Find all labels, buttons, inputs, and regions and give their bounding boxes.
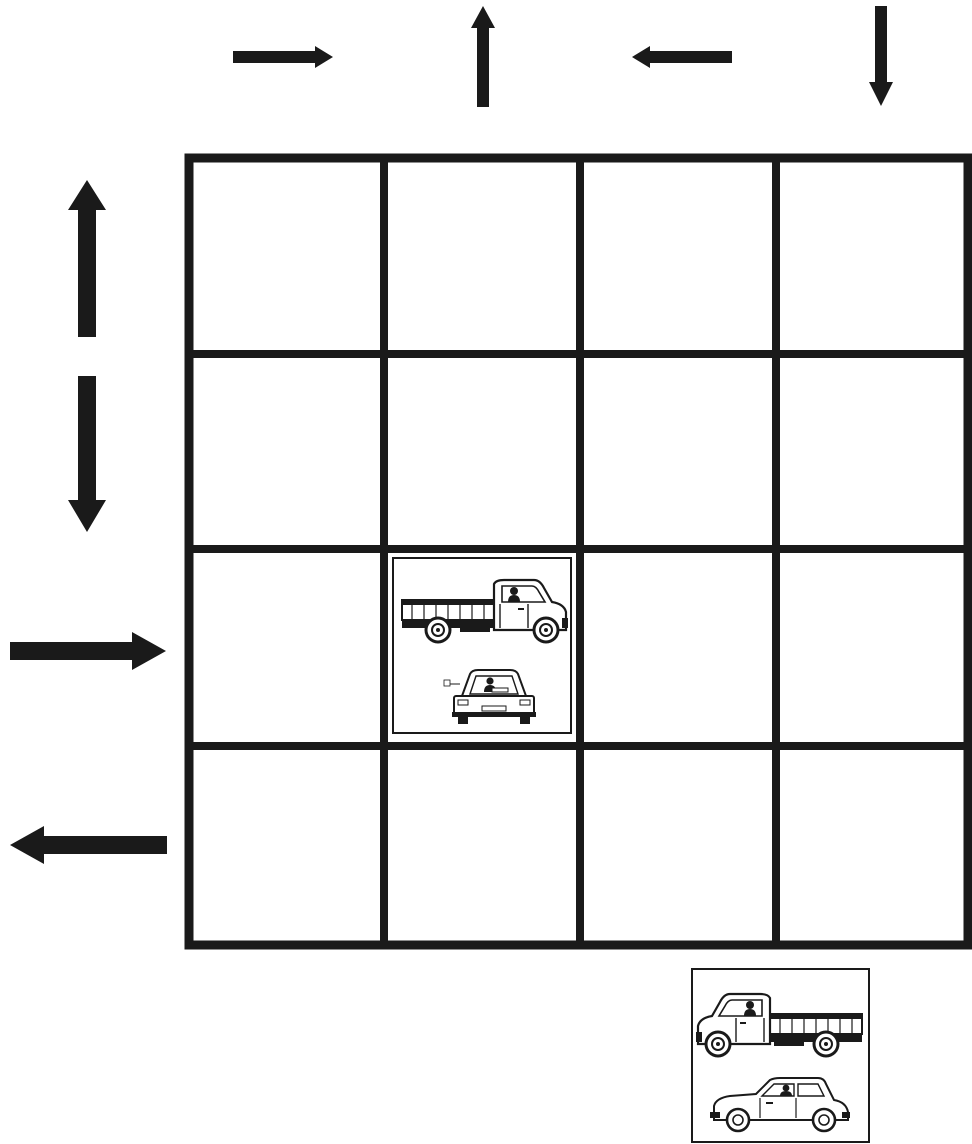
arrow-up-icon (471, 6, 495, 107)
top-arrows (233, 6, 893, 107)
arrow-right-icon (233, 46, 333, 68)
arrow-down-icon (869, 6, 893, 106)
arrow-down-icon (68, 376, 106, 532)
arrow-right-icon (10, 632, 166, 670)
left-arrows (10, 180, 167, 864)
grid (189, 158, 968, 945)
arrow-left-icon (632, 46, 732, 68)
arrow-left-icon (10, 826, 167, 864)
arrow-up-icon (68, 180, 106, 337)
cell-picture (393, 558, 571, 733)
answer-picture (692, 969, 869, 1142)
